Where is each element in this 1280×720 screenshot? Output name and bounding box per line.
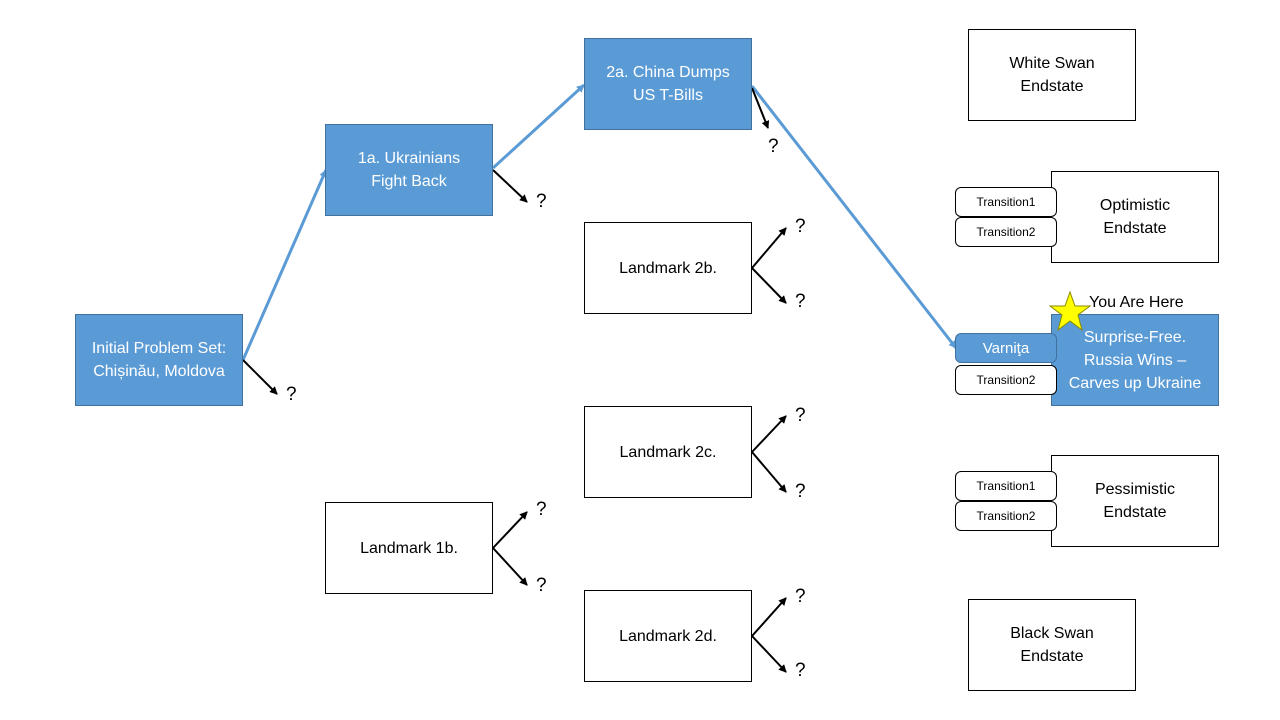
optimistic-transition-1[interactable]: Transition1	[955, 187, 1057, 217]
endstate-white-swan[interactable]: White Swan Endstate	[968, 29, 1136, 121]
optimistic-transition-2[interactable]: Transition2	[955, 217, 1057, 247]
path-initial-to-1a	[241, 169, 328, 361]
branch-2c-up	[751, 415, 787, 453]
node-1b[interactable]: Landmark 1b.	[325, 502, 493, 594]
node-2c[interactable]: Landmark 2c.	[584, 406, 752, 498]
you-are-here-label: You Are Here	[1089, 294, 1184, 311]
node-2b[interactable]: Landmark 2b.	[584, 222, 752, 314]
endstate-pessimistic[interactable]: Pessimistic Endstate	[1051, 455, 1219, 547]
unknown-2b-down: ?	[795, 291, 806, 312]
surprise-free-transition-varnita[interactable]: Varniţa	[955, 333, 1057, 363]
endstate-black-swan[interactable]: Black Swan Endstate	[968, 599, 1136, 691]
endstate-optimistic[interactable]: Optimistic Endstate	[1051, 171, 1219, 263]
unknown-1a: ?	[536, 191, 547, 212]
unknown-2b-up: ?	[795, 216, 806, 237]
surprise-free-transition-2[interactable]: Transition2	[955, 365, 1057, 395]
unknown-initial: ?	[286, 384, 297, 405]
branch-2d-down	[751, 635, 787, 673]
branch-1b-up	[492, 511, 528, 549]
pessimistic-transition-2[interactable]: Transition2	[955, 501, 1057, 531]
path-2a-to-varnita	[750, 85, 958, 349]
branch-2a	[751, 87, 770, 129]
branch-2d-up	[751, 597, 787, 637]
branch-2b-up	[751, 227, 787, 269]
unknown-1b-up: ?	[536, 499, 547, 520]
pessimistic-transition-1[interactable]: Transition1	[955, 471, 1057, 501]
unknown-2d-down: ?	[795, 660, 806, 681]
star-icon	[1048, 290, 1092, 332]
branch-1b-down	[492, 547, 528, 586]
unknown-1b-down: ?	[536, 575, 547, 596]
node-2d[interactable]: Landmark 2d.	[584, 590, 752, 682]
node-initial-problem-set[interactable]: Initial Problem Set: Chișinău, Moldova	[75, 314, 243, 406]
branch-2c-down	[751, 451, 787, 493]
branch-1a	[492, 169, 528, 203]
endstate-surprise-free[interactable]: Surprise-Free. Russia Wins – Carves up U…	[1051, 314, 1219, 406]
unknown-2a: ?	[768, 136, 779, 157]
branch-initial	[242, 359, 278, 395]
node-1a[interactable]: 1a. Ukrainians Fight Back	[325, 124, 493, 216]
unknown-2c-up: ?	[795, 405, 806, 426]
node-2a[interactable]: 2a. China Dumps US T-Bills	[584, 38, 752, 130]
branch-2b-down	[751, 267, 787, 304]
unknown-2d-up: ?	[795, 586, 806, 607]
path-1a-to-2a	[491, 83, 586, 170]
unknown-2c-down: ?	[795, 481, 806, 502]
